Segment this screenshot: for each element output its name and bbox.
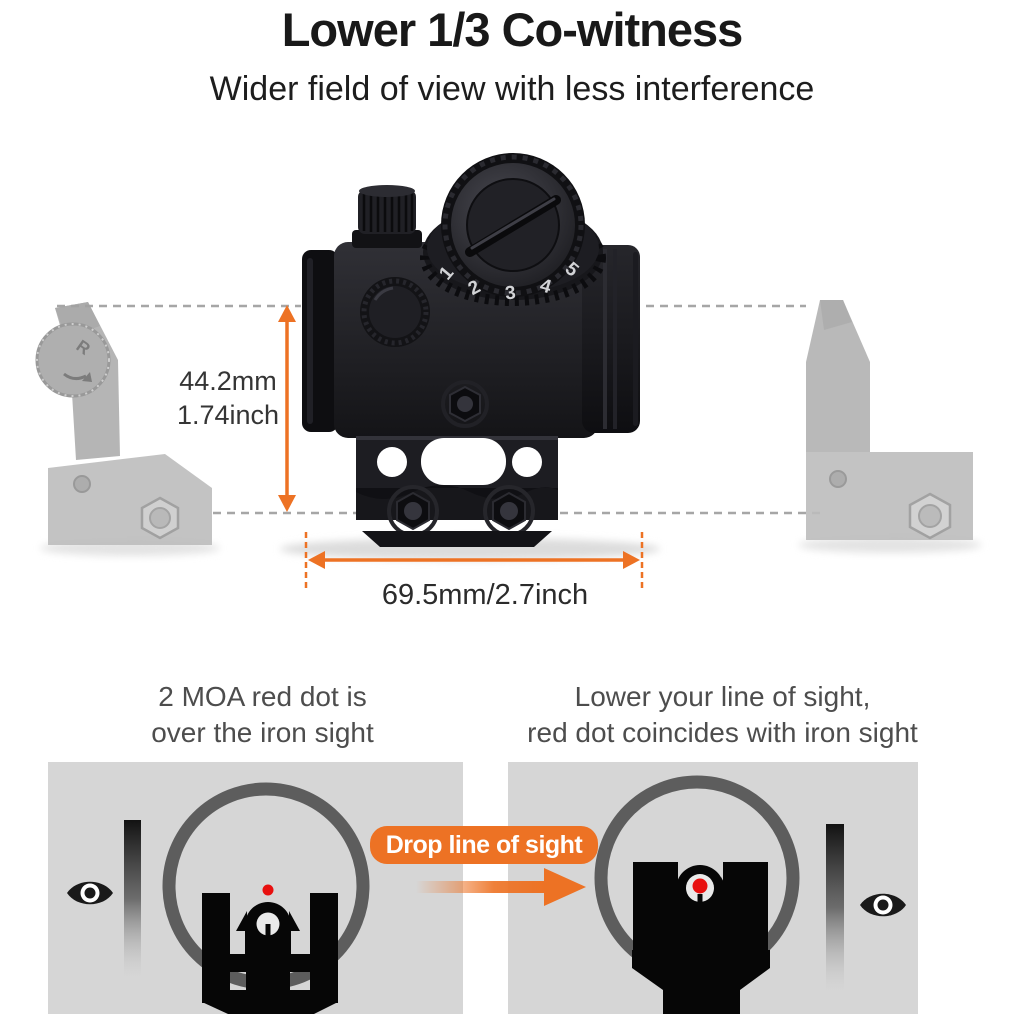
mount-hole-left	[377, 447, 407, 477]
windage-knob	[360, 277, 430, 347]
right-panel-caption: Lower your line of sight, red dot coinci…	[505, 679, 940, 751]
page-title: Lower 1/3 Co-witness	[281, 3, 744, 56]
iron-sight-silhouette	[632, 862, 770, 1014]
objective-barrel	[582, 245, 640, 433]
elevation-turret	[352, 185, 422, 248]
left-panel-scene	[67, 782, 370, 1014]
mount-bolt-right	[483, 485, 535, 537]
mount-slot	[421, 438, 506, 485]
height-mm: 44.2mm	[179, 366, 277, 396]
riser-mount	[356, 436, 558, 547]
height-dimension-label: 44.2mm 1.74inch	[128, 364, 328, 432]
drop-line-of-sight-badge: Drop line of sight	[370, 826, 598, 864]
iron-sight-silhouette	[202, 893, 338, 1014]
eye-icon	[67, 881, 113, 905]
sightline-fade-bar	[124, 820, 141, 978]
eye-icon	[860, 893, 906, 917]
right-caption-line2: red dot coincides with iron sight	[527, 717, 918, 748]
rear-iron-sight-ghost: R	[35, 302, 212, 545]
right-panel-scene	[594, 775, 906, 1014]
sightline-fade-bar	[826, 824, 844, 992]
red-dot-coincident	[692, 878, 708, 894]
optic-shadow	[280, 538, 660, 560]
front-iron-sight-ghost	[806, 300, 973, 540]
drop-arrow	[416, 868, 586, 906]
height-inch: 1.74inch	[176, 400, 280, 430]
left-panel-caption: 2 MOA red dot is over the iron sight	[60, 679, 465, 751]
front-sight-shadow	[798, 537, 982, 553]
left-caption-line1: 2 MOA red dot is	[158, 681, 367, 712]
red-dot-high	[262, 884, 274, 896]
mount-bolt-left	[387, 485, 439, 537]
dial-slot	[465, 195, 561, 257]
svg-text:3: 3	[504, 283, 517, 305]
page-subtitle: Wider field of view with less interferen…	[209, 70, 815, 108]
brightness-dial: 1 2 3 4 5	[420, 153, 606, 306]
rail-clamp	[362, 531, 552, 547]
right-caption-line1: Lower your line of sight,	[574, 681, 871, 712]
width-dimension-arrow	[304, 532, 644, 588]
height-dimension-arrow	[278, 305, 296, 512]
red-dot-sight-photo: 1 2 3 4 5	[302, 153, 640, 547]
mount-hole-right	[512, 447, 542, 477]
body-hex-screw	[441, 380, 489, 428]
left-caption-line2: over the iron sight	[151, 717, 374, 748]
width-dimension-label: 69.5mm/2.7inch	[381, 579, 589, 611]
